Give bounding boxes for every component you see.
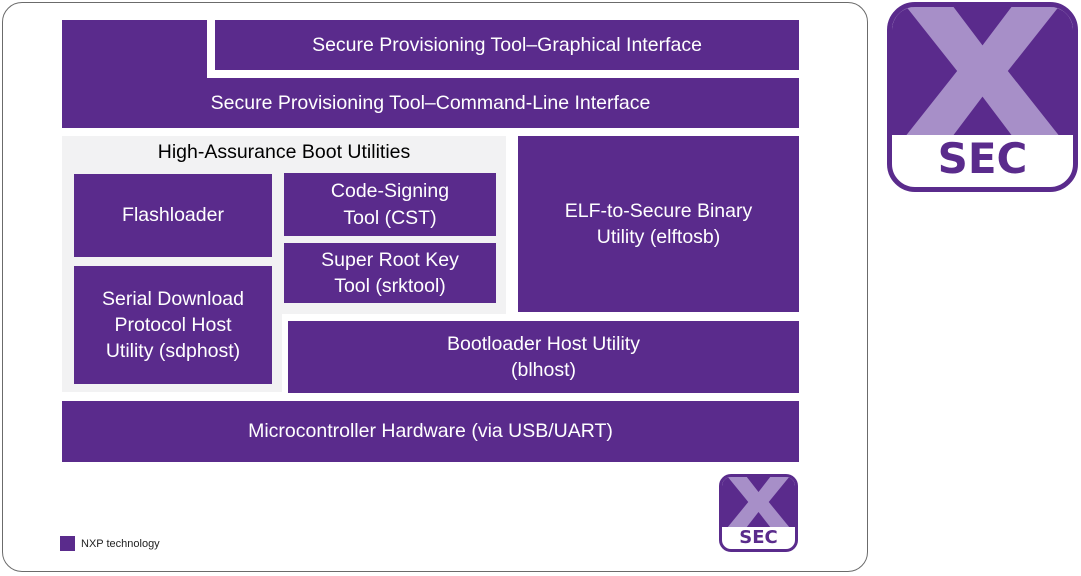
sdphost-label-line1: Serial Download [102, 287, 244, 310]
legend: NXP technology [60, 536, 160, 551]
legend-label: NXP technology [81, 537, 160, 550]
sdphost-label-line2: Protocol Host [114, 313, 232, 336]
x-mark-icon [727, 477, 790, 527]
elftosb-block: ELF-to-Secure Binary Utility (elftosb) [518, 136, 799, 312]
xsec-logo-icon-small: SEC [719, 474, 798, 552]
logo-sec-label: SEC [739, 527, 778, 548]
blhost-label-line2: (blhost) [510, 359, 577, 381]
elftosb-label-line1: ELF-to-Secure Binary [564, 199, 753, 222]
sdphost-block: Serial Download Protocol Host Utility (s… [74, 266, 272, 384]
hab-group-title: High-Assurance Boot Utilities [157, 141, 411, 163]
srktool-label-line1: Super Root Key [321, 248, 459, 271]
cli-tool-block: Secure Provisioning Tool–Command-Line In… [62, 78, 799, 128]
legend-swatch [60, 536, 75, 551]
blhost-label-line1: Bootloader Host Utility [447, 332, 640, 355]
flashloader-block: Flashloader [74, 174, 272, 257]
hardware-label: Microcontroller Hardware (via USB/UART) [248, 420, 613, 443]
cst-block: Code-Signing Tool (CST) [284, 173, 496, 236]
cst-label-line1: Code-Signing [330, 180, 450, 203]
gui-tool-label: Secure Provisioning Tool–Graphical Inter… [312, 33, 702, 56]
xsec-logo-icon-large: SEC [887, 2, 1078, 192]
sdphost-label-line3: Utility (sdphost) [105, 340, 241, 363]
srktool-block: Super Root Key Tool (srktool) [284, 243, 496, 303]
elftosb-label-line2: Utility (elftosb) [596, 226, 721, 248]
blhost-block: Bootloader Host Utility (blhost) [288, 321, 799, 393]
flashloader-label: Flashloader [122, 204, 224, 227]
hardware-block: Microcontroller Hardware (via USB/UART) [62, 401, 799, 462]
logo-sec-label-large: SEC [937, 134, 1028, 183]
srktool-label-line2: Tool (srktool) [334, 275, 446, 297]
gui-tool-block: Secure Provisioning Tool–Graphical Inter… [215, 20, 799, 70]
x-mark-icon [906, 7, 1059, 135]
cli-layer-extension [62, 20, 207, 80]
cst-label-line2: Tool (CST) [343, 206, 437, 229]
cli-tool-label: Secure Provisioning Tool–Command-Line In… [210, 91, 651, 114]
